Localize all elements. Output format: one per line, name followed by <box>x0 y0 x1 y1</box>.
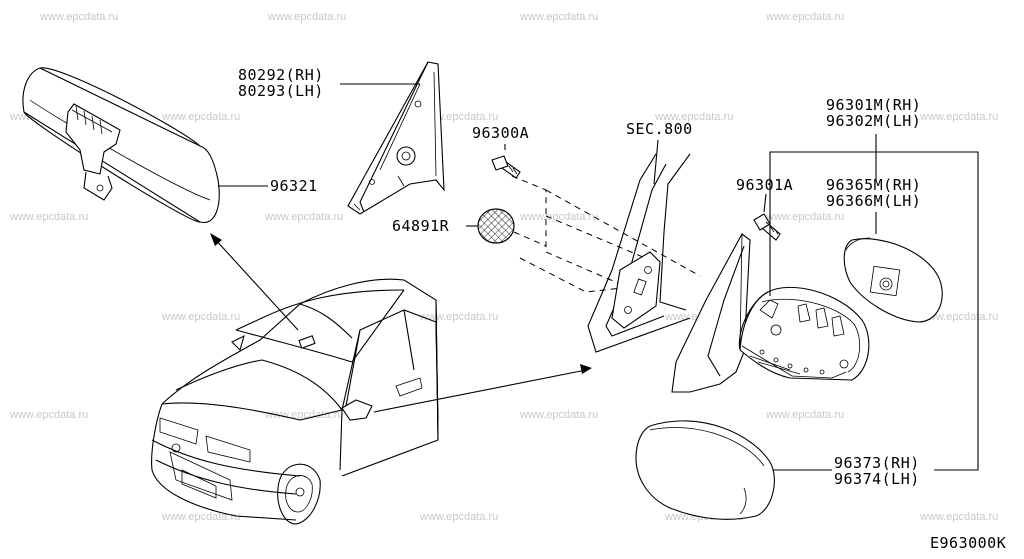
watermark: www.epcdata.ru <box>161 511 240 523</box>
diagram-code: E963000K <box>930 534 1006 552</box>
label-corner-finisher-rh: 80292(RH) <box>238 66 324 84</box>
label-rearview-mirror: 96321 <box>270 177 318 195</box>
label-mirror-assy-lh: 96302M(LH) <box>826 112 921 130</box>
watermark: www.epcdata.ru <box>39 11 118 23</box>
arrow-rearview-mirror-to-car <box>210 233 299 331</box>
label-grommet: 64891R <box>392 217 450 235</box>
watermark: www.epcdata.ru <box>9 211 88 223</box>
watermark: www.epcdata.ru <box>654 111 733 123</box>
watermark: www.epcdata.ru <box>161 111 240 123</box>
label-mirror-glass-rh: 96365M(RH) <box>826 176 921 194</box>
watermark: www.epcdata.ru <box>264 211 343 223</box>
mirror-cover-drawing <box>635 420 775 520</box>
label-mirror-assy-rh: 96301M(RH) <box>826 96 921 114</box>
callout-bracket <box>769 134 979 471</box>
door-section-drawing <box>587 139 691 353</box>
watermark: www.epcdata.ru <box>161 311 240 323</box>
rearview-mirror-drawing <box>22 67 268 223</box>
watermark: www.epcdata.ru <box>419 311 498 323</box>
watermark: www.epcdata.ru <box>9 409 88 421</box>
watermark: www.epcdata.ru <box>264 409 343 421</box>
label-corner-finisher-lh: 80293(LH) <box>238 82 324 100</box>
label-mirror-cover-lh: 96374(LH) <box>834 470 920 488</box>
label-section-ref: SEC.800 <box>626 120 693 138</box>
watermark: www.epcdata.ru <box>919 511 998 523</box>
watermark: www.epcdata.ru <box>765 211 844 223</box>
watermark: www.epcdata.ru <box>519 11 598 23</box>
label-mirror-cover-rh: 96373(RH) <box>834 454 920 472</box>
arrow-car-to-door-mirror <box>373 364 592 413</box>
vehicle-drawing <box>151 278 439 525</box>
grommet-drawing <box>466 208 515 244</box>
label-mirror-glass-lh: 96366M(LH) <box>826 192 921 210</box>
corner-finisher-drawing <box>340 61 445 215</box>
assembly-guide-lines <box>511 175 701 293</box>
bolt-96301a-drawing <box>753 193 781 241</box>
watermark: www.epcdata.ru <box>765 11 844 23</box>
label-bolt-96300a: 96300A <box>472 124 529 142</box>
watermark: www.epcdata.ru <box>419 511 498 523</box>
watermark: www.epcdata.ru <box>519 211 598 223</box>
bolt-96300a-drawing <box>491 144 521 179</box>
mirror-glass-drawing <box>843 237 943 323</box>
door-mirror-housing-drawing <box>671 233 870 393</box>
watermark: www.epcdata.ru <box>519 409 598 421</box>
watermark: www.epcdata.ru <box>765 409 844 421</box>
label-bolt-96301a: 96301A <box>736 176 793 194</box>
watermark: www.epcdata.ru <box>267 11 346 23</box>
watermark: www.epcdata.ru <box>919 111 998 123</box>
